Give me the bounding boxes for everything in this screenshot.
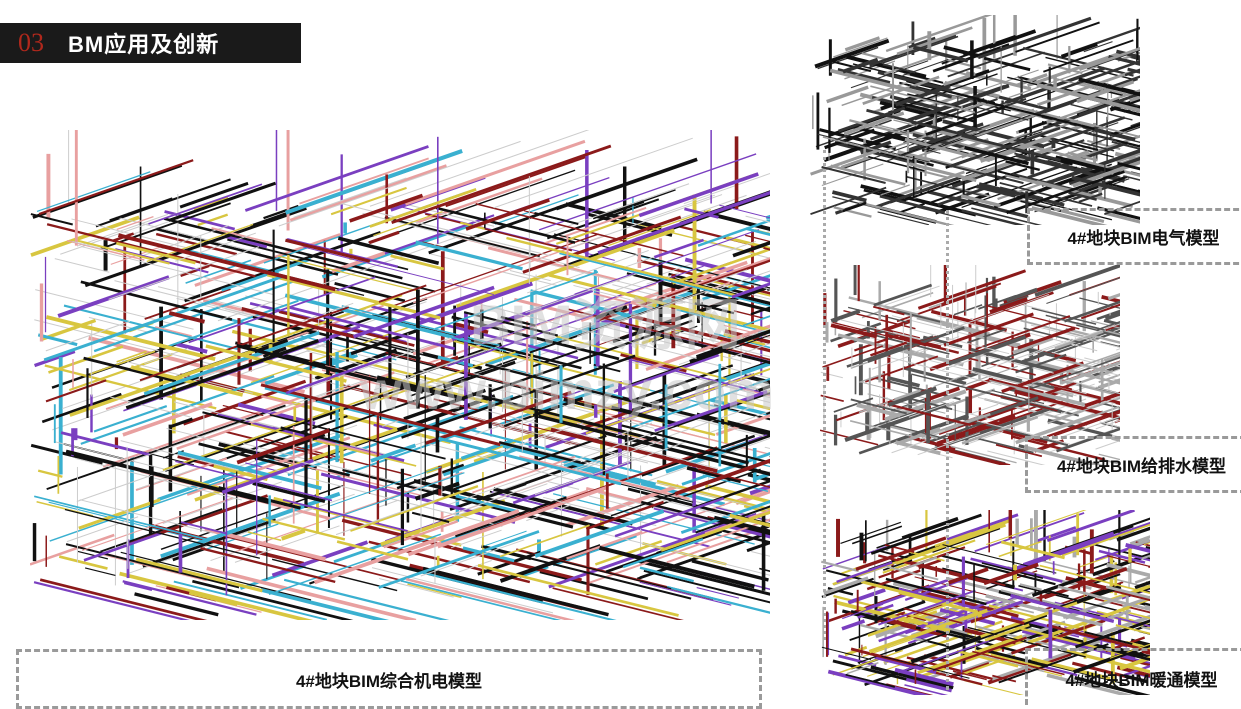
- pipe-segment: [1100, 342, 1120, 354]
- pipe-segment: [84, 533, 161, 560]
- pipe-segment: [274, 459, 422, 496]
- plumbing-model-label: 4#地块BIM给排水模型: [1025, 436, 1241, 493]
- pipe-segment: [822, 167, 886, 183]
- pipe-segment: [454, 341, 650, 390]
- pipe-segment: [85, 568, 115, 576]
- pipe-segment: [46, 380, 106, 401]
- pipe-segment: [58, 277, 169, 316]
- pipe-segment: [136, 559, 262, 591]
- combined-mep-model-image: [30, 130, 770, 620]
- pipe-segment: [1035, 265, 1120, 295]
- pipe-segment: [181, 522, 226, 533]
- pipe-segment: [140, 307, 349, 380]
- pipe-segment: [31, 214, 73, 224]
- pipe-segment: [35, 351, 75, 365]
- pipe-segment: [31, 445, 102, 463]
- pipe-segment: [848, 590, 885, 603]
- pipe-segment: [429, 201, 578, 253]
- pipe-segment: [1035, 527, 1076, 541]
- pipe-segment: [903, 368, 966, 384]
- section-number: 03: [18, 28, 68, 58]
- pipe-segment: [94, 406, 167, 431]
- pipe-segment: [640, 582, 732, 605]
- pipe-segment: [1019, 122, 1047, 132]
- pipe-segment: [55, 259, 110, 273]
- plumbing-model-image: [820, 265, 1120, 465]
- pipe-segment: [392, 146, 611, 223]
- pipe-segment: [766, 203, 770, 218]
- pipe-segment: [263, 519, 345, 540]
- pipe-segment: [373, 212, 442, 236]
- pipe-segment: [843, 203, 866, 211]
- label-text: 4#地块BIM给排水模型: [1057, 452, 1226, 477]
- pipe-segment: [248, 532, 282, 540]
- pipe-segment: [39, 160, 193, 214]
- section-title: BM应用及创新: [68, 27, 219, 59]
- pipe-segment: [294, 178, 407, 217]
- pipe-segment: [902, 519, 958, 539]
- pipe-segment: [667, 587, 770, 620]
- label-text: 4#地块BIM电气模型: [1067, 224, 1219, 249]
- hvac-model-label: 4#地块BIM暖通模型: [1025, 648, 1241, 705]
- electrical-model-image: [810, 15, 1140, 225]
- pipe-segment: [909, 164, 976, 181]
- pipe-segment: [37, 172, 150, 212]
- connector-line: [946, 210, 949, 690]
- pipe-segment: [169, 183, 276, 220]
- pipe-segment: [34, 496, 209, 540]
- combined-mep-model-label: 4#地块BIM综合机电模型: [16, 649, 762, 709]
- pipe-segment: [59, 557, 107, 569]
- pipe-segment: [831, 166, 906, 185]
- pipe-segment: [874, 285, 932, 305]
- pipe-segment: [862, 53, 886, 59]
- pipe-segment: [148, 184, 262, 224]
- electrical-model-label: 4#地块BIM电气模型: [1027, 208, 1241, 265]
- pipe-segment: [245, 146, 428, 210]
- label-text: 4#地块BIM暖通模型: [1065, 666, 1217, 691]
- pipe-segment: [261, 396, 292, 404]
- pipe-segment: [283, 500, 408, 531]
- connector-line: [823, 150, 826, 640]
- pipe-segment: [300, 158, 429, 203]
- pipe-segment: [593, 190, 675, 219]
- pipe-segment: [941, 283, 1001, 304]
- label-text: 4#地块BIM综合机电模型: [296, 667, 482, 692]
- pipe-segment: [370, 130, 598, 206]
- pipe-segment: [427, 284, 656, 364]
- section-header: 03 BM应用及创新: [0, 23, 301, 63]
- pipe-segment: [840, 522, 900, 543]
